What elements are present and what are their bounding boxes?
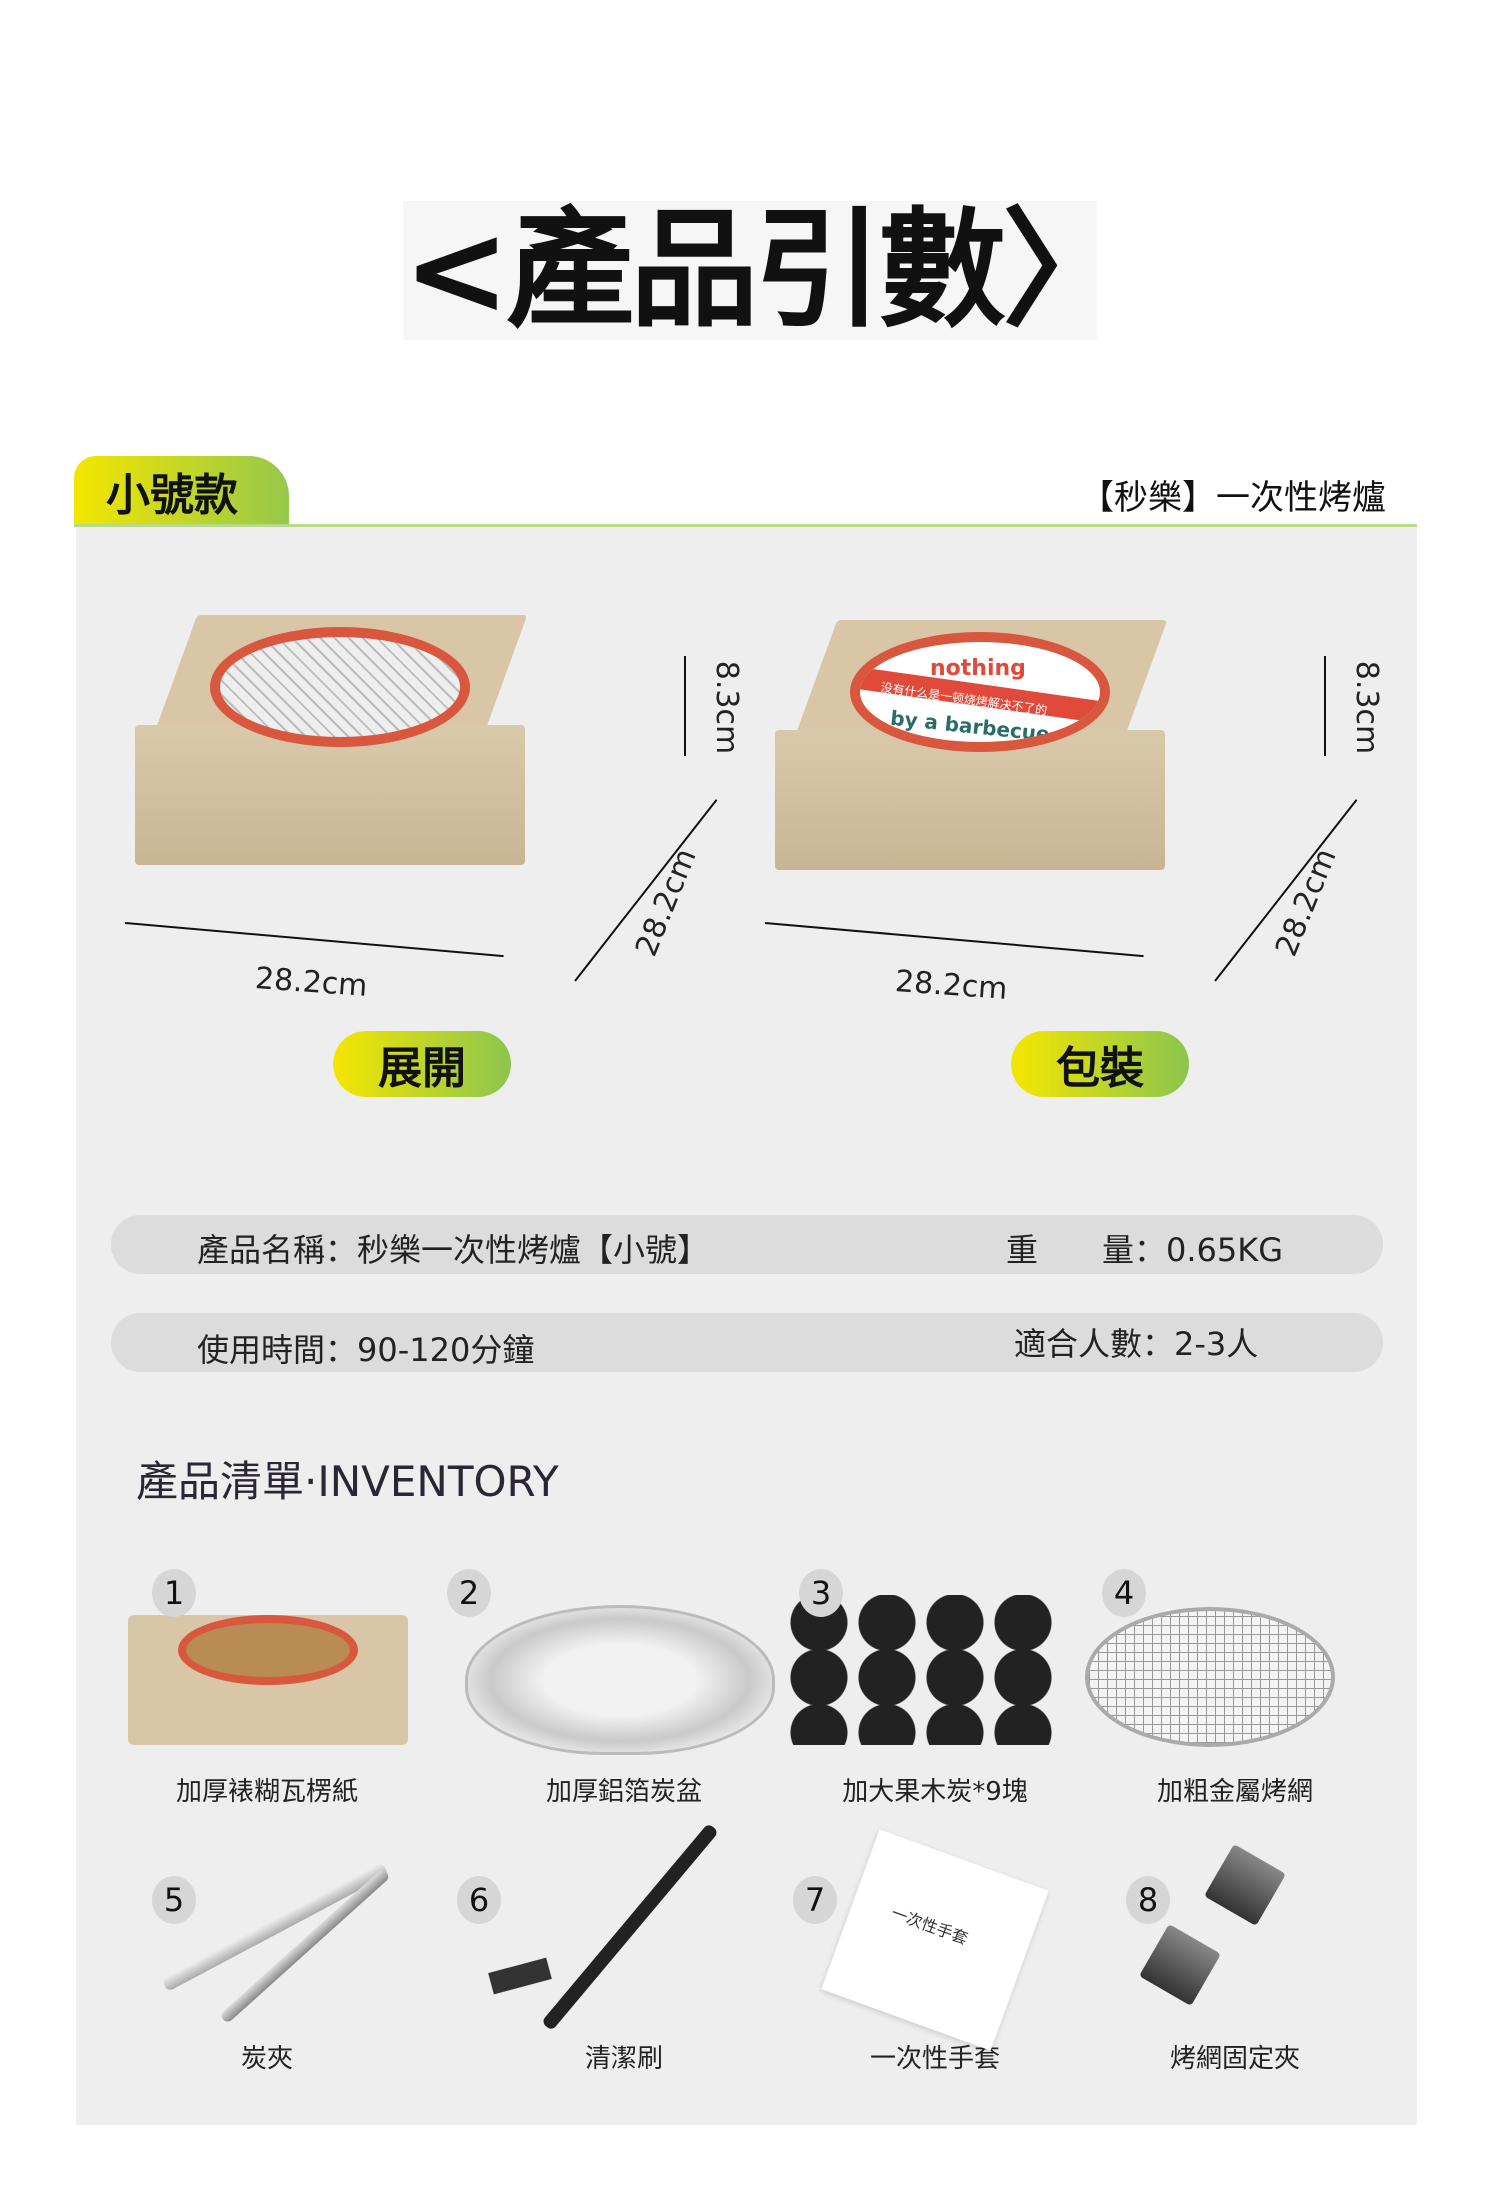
- inventory-heading: 產品清單·INVENTORY: [136, 1457, 559, 1506]
- open-caption: 展開: [333, 1031, 511, 1097]
- item-label: 加粗金屬烤網: [1156, 1777, 1314, 1807]
- product-subtitle: 【秒樂】一次性烤爐: [1080, 478, 1386, 518]
- packed-caption: 包裝: [1011, 1031, 1189, 1097]
- item-number: 8: [1126, 1876, 1170, 1924]
- item-label: 清潔刷: [584, 2044, 664, 2074]
- charcoal-image: [785, 1595, 1055, 1745]
- item-label: 烤網固定夾: [1169, 2044, 1301, 2074]
- lid-text: nothing: [930, 656, 1026, 681]
- item-number: 3: [799, 1569, 843, 1617]
- spec-people: 適合人數：2-3人: [1014, 1325, 1259, 1363]
- spec-name: 產品名稱：秒樂一次性烤爐【小號】: [197, 1231, 710, 1269]
- cardboard-box-image: [128, 1595, 408, 1755]
- page-title: <產品引數〉: [403, 195, 1130, 345]
- item-number: 1: [152, 1569, 196, 1617]
- open-height-label: 8.3cm: [709, 660, 745, 755]
- height-arrow: [1324, 656, 1326, 756]
- size-tab: 小號款: [74, 456, 289, 526]
- spec-time: 使用時間：90-120分鐘: [197, 1331, 535, 1369]
- packed-height-label: 8.3cm: [1349, 660, 1385, 755]
- height-arrow: [684, 656, 686, 756]
- spec-row-2: 使用時間：90-120分鐘 適合人數：2-3人: [111, 1313, 1383, 1372]
- foil-tray-image: [465, 1605, 775, 1755]
- spec-weight: 重 量：0.65KG: [1006, 1231, 1284, 1269]
- item-number: 5: [152, 1876, 196, 1924]
- item-number: 2: [447, 1569, 491, 1617]
- item-label: 加大果木炭*9塊: [842, 1777, 1028, 1807]
- item-label: 一次性手套: [869, 2044, 1001, 2074]
- spec-row-1: 產品名稱：秒樂一次性烤爐【小號】 重 量：0.65KG: [111, 1215, 1383, 1274]
- size-tab-label: 小號款: [106, 470, 238, 521]
- open-grill-image: [130, 615, 530, 865]
- item-label: 加厚裱糊瓦楞紙: [175, 1777, 359, 1807]
- packed-grill-image: nothing 没有什么是一顿烧烤解决不了的 by a barbecue: [770, 620, 1170, 870]
- grill-mesh: [210, 627, 470, 747]
- grill-grate-image: [1085, 1607, 1335, 1747]
- header-divider: [74, 524, 1417, 527]
- item-number: 6: [457, 1876, 501, 1924]
- item-label: 炭夾: [240, 2044, 294, 2074]
- item-number: 7: [793, 1876, 837, 1924]
- item-number: 4: [1102, 1569, 1146, 1617]
- item-label: 加厚鋁箔炭盆: [545, 1777, 703, 1807]
- lid-label: nothing 没有什么是一顿烧烤解决不了的 by a barbecue: [850, 632, 1110, 752]
- title-banner: <產品引數〉: [403, 195, 1130, 345]
- gloves-pack-text: 一次性手套: [888, 1903, 971, 1949]
